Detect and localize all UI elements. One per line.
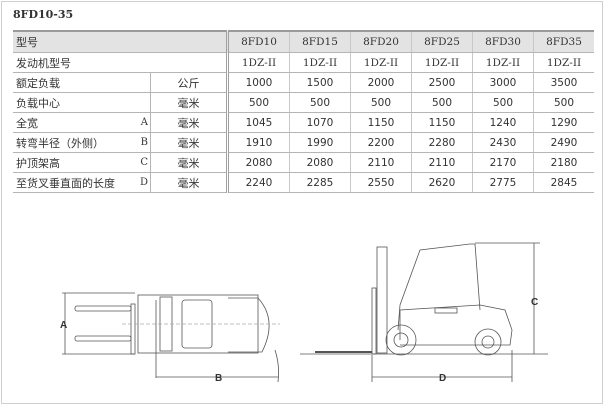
model-header: 8FD30: [472, 30, 534, 53]
cell: 2620: [411, 172, 473, 193]
dim-label-c: C: [531, 297, 538, 308]
cell: 1910: [227, 132, 290, 153]
cell: 1DZ-II: [411, 52, 473, 73]
row-label: 额定负载: [13, 72, 139, 93]
cell: 1DZ-II: [289, 52, 351, 73]
row-label: 全宽: [13, 112, 139, 133]
cell: 1DZ-II: [472, 52, 534, 73]
cell: 500: [289, 92, 351, 113]
cell: 2180: [533, 152, 594, 173]
row-dimension-letter: B: [139, 132, 151, 153]
cell: 2285: [289, 172, 351, 193]
header-label: 型号: [13, 30, 229, 53]
cell: 1DZ-II: [533, 52, 594, 73]
row-label: 发动机型号: [13, 52, 229, 73]
row-dimension-letter: A: [139, 112, 151, 133]
cell: 500: [533, 92, 594, 113]
cell: 2080: [289, 152, 351, 173]
cell: 2110: [411, 152, 473, 173]
row-dimension-letter: C: [139, 152, 151, 173]
cell: 500: [411, 92, 473, 113]
cell: 2000: [350, 72, 412, 93]
cell: 1070: [289, 112, 351, 133]
row-dimension-letter: [139, 92, 151, 113]
row-label: 负载中心: [13, 92, 139, 113]
dim-label-d: D: [439, 373, 446, 384]
row-unit: 毫米: [150, 112, 229, 133]
row-label: 转弯半径（外侧）: [13, 132, 139, 153]
cell: 500: [472, 92, 534, 113]
cell: 2110: [350, 152, 412, 173]
cell: 2845: [533, 172, 594, 193]
model-header: 8FD35: [533, 30, 594, 53]
cell: 3000: [472, 72, 534, 93]
cell: 3500: [533, 72, 594, 93]
cell: 500: [227, 92, 290, 113]
model-header: 8FD10: [227, 30, 290, 53]
cell: 1290: [533, 112, 594, 133]
row-label: 至货叉垂直面的长度: [13, 172, 139, 193]
spec-table: 型号 8FD10 8FD15 8FD20 8FD25 8FD30 8FD35 发…: [13, 30, 594, 193]
page-title: 8FD10-35: [13, 8, 74, 21]
cell: 1DZ-II: [227, 52, 290, 73]
cell: 1500: [289, 72, 351, 93]
row-dimension-letter: [139, 72, 151, 93]
model-header: 8FD20: [350, 30, 412, 53]
model-header: 8FD15: [289, 30, 351, 53]
dim-label-a: A: [60, 320, 67, 331]
cell: 1045: [227, 112, 290, 133]
cell: 1240: [472, 112, 534, 133]
cell: 500: [350, 92, 412, 113]
row-dimension-letter: D: [139, 172, 151, 193]
row-label: 护顶架高: [13, 152, 139, 173]
row-unit: 公斤: [150, 72, 229, 93]
cell: 1DZ-II: [350, 52, 412, 73]
table-header-row: 型号 8FD10 8FD15 8FD20 8FD25 8FD30 8FD35: [13, 30, 594, 53]
cell: 2490: [533, 132, 594, 153]
cell: 1990: [289, 132, 351, 153]
cell: 2430: [472, 132, 534, 153]
row-unit: 毫米: [150, 92, 229, 113]
dim-label-b: B: [215, 373, 222, 384]
table-row: 发动机型号 1DZ-II 1DZ-II 1DZ-II 1DZ-II 1DZ-II…: [13, 52, 594, 73]
top-view-diagram: [62, 292, 280, 383]
cell: 2080: [227, 152, 290, 173]
cell: 2240: [227, 172, 290, 193]
cell: 1150: [411, 112, 473, 133]
side-view-diagram: [300, 242, 548, 382]
cell: 2200: [350, 132, 412, 153]
cell: 2775: [472, 172, 534, 193]
row-unit: 毫米: [150, 152, 229, 173]
row-unit: 毫米: [150, 132, 229, 153]
row-unit: 毫米: [150, 172, 229, 193]
cell: 2500: [411, 72, 473, 93]
cell: 2550: [350, 172, 412, 193]
model-header: 8FD25: [411, 30, 473, 53]
cell: 2170: [472, 152, 534, 173]
cell: 1150: [350, 112, 412, 133]
cell: 2280: [411, 132, 473, 153]
cell: 1000: [227, 72, 290, 93]
